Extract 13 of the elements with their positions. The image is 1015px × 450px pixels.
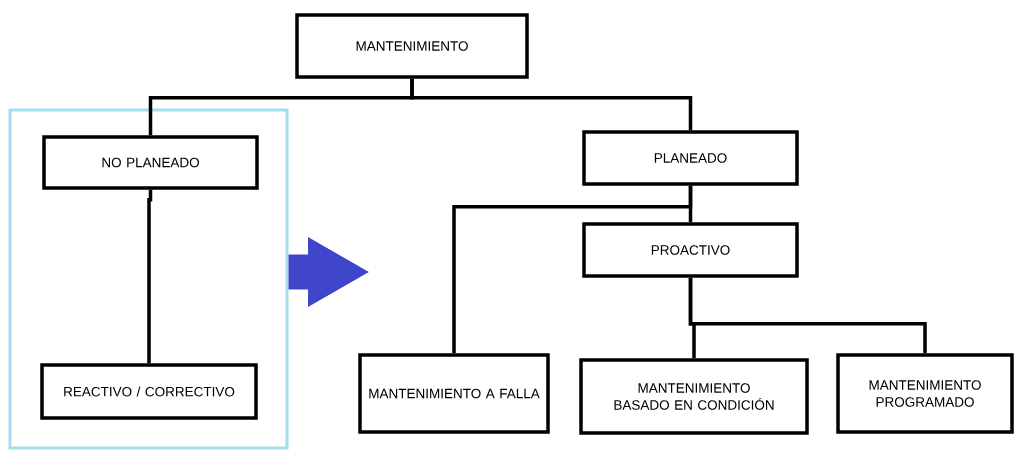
connector-line bbox=[688, 277, 927, 354]
process-box: REACTIVO / CORRECTIVO bbox=[40, 363, 258, 420]
process-box: PLANEADO bbox=[582, 130, 799, 186]
process-box: PROACTIVO bbox=[582, 222, 799, 278]
process-box: MANTENIMIENTO bbox=[295, 13, 529, 79]
group-frame bbox=[8, 108, 289, 450]
process-box: NO PLANEADO bbox=[42, 135, 259, 190]
process-box: MANTENIMIENTO BASADO EN CONDICIÓN bbox=[579, 358, 809, 435]
connector-line bbox=[452, 185, 693, 354]
process-box: MANTENIMIENTO PROGRAMADO bbox=[836, 353, 1014, 434]
connector-line bbox=[410, 78, 693, 131]
connector-line bbox=[147, 189, 153, 364]
process-box: MANTENIMIENTO A FALLA bbox=[358, 353, 550, 434]
